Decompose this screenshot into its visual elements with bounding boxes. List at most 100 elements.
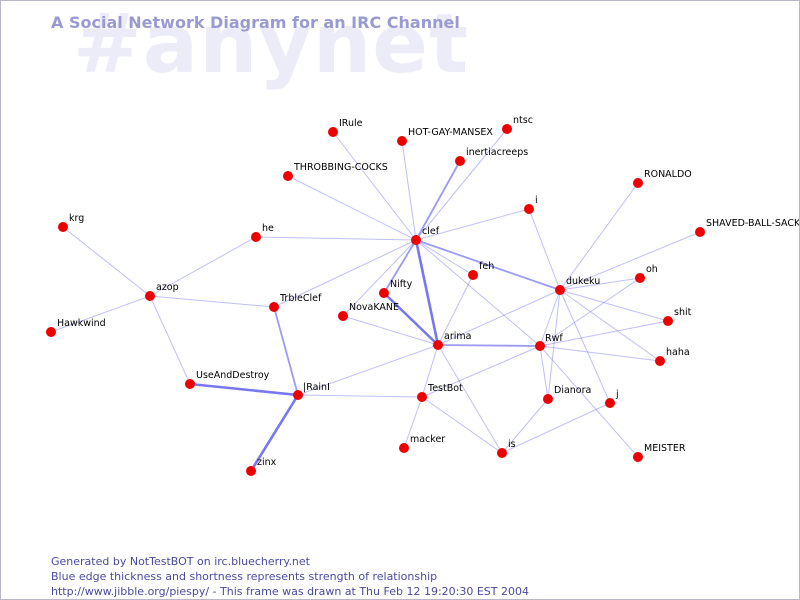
node-label-nifty: Nifty bbox=[390, 279, 413, 290]
node-macker: macker bbox=[399, 434, 445, 453]
edge-rwf-meister bbox=[539, 345, 639, 458]
edge-raini-zinx bbox=[249, 394, 300, 472]
node-label-shaved: SHAVED-BALL-SACK bbox=[706, 218, 799, 229]
channel-watermark: #anynet bbox=[73, 0, 470, 92]
node-dot-shit bbox=[663, 316, 673, 326]
edge-novakane-arima bbox=[342, 315, 439, 346]
node-dot-oh bbox=[635, 273, 645, 283]
edge-dukeku-j bbox=[559, 289, 611, 404]
node-label-meister: MEISTER bbox=[644, 443, 686, 454]
node-label-oh: oh bbox=[646, 264, 658, 275]
node-dot-novakane bbox=[338, 311, 348, 321]
edge-rwf-testbot bbox=[421, 345, 541, 398]
node-raini: |RainI bbox=[293, 382, 330, 400]
node-label-shit: shit bbox=[674, 307, 692, 318]
node-label-haha: haha bbox=[666, 347, 690, 358]
node-krg: krg bbox=[58, 213, 84, 232]
edge-arima-raini bbox=[297, 344, 439, 396]
edge-arima-is bbox=[437, 344, 503, 454]
edge-clef-ntsc bbox=[415, 128, 508, 241]
edge-clef-feh bbox=[415, 239, 474, 276]
node-label-zinx: zinx bbox=[257, 457, 277, 468]
edge-raini-trbleclef bbox=[273, 306, 299, 396]
node-label-he: he bbox=[262, 223, 274, 234]
node-dot-j bbox=[605, 398, 615, 408]
node-azop: azop bbox=[145, 282, 179, 301]
node-rwf: Rwf bbox=[535, 333, 563, 351]
node-dot-throbbing bbox=[283, 171, 293, 181]
node-label-macker: macker bbox=[410, 434, 445, 445]
node-dot-meister bbox=[633, 452, 643, 462]
node-oh: oh bbox=[635, 264, 658, 283]
edge-dukeku-ronaldo bbox=[559, 182, 639, 291]
node-dot-krg bbox=[58, 222, 68, 232]
edge-clef-nifty bbox=[383, 239, 417, 294]
node-dukeku: dukeku bbox=[555, 276, 600, 295]
diagram-title: A Social Network Diagram for an IRC Chan… bbox=[51, 13, 460, 32]
node-j: j bbox=[605, 389, 619, 408]
node-label-dianora: Dianora bbox=[554, 385, 591, 396]
footer-generated-by: Generated by NotTestBOT on irc.bluecherr… bbox=[51, 555, 310, 568]
node-he: he bbox=[251, 223, 274, 242]
node-label-throbbing: THROBBING-COCKS bbox=[293, 162, 388, 173]
node-dot-feh bbox=[468, 270, 478, 280]
node-shaved: SHAVED-BALL-SACK bbox=[695, 218, 799, 237]
node-label-raini: |RainI bbox=[303, 382, 330, 393]
edge-rwf-haha bbox=[539, 345, 661, 362]
node-nifty: Nifty bbox=[379, 279, 413, 298]
node-label-i: i bbox=[535, 195, 538, 206]
node-label-irule: IRule bbox=[339, 118, 363, 129]
node-ntsc: ntsc bbox=[502, 115, 533, 134]
node-label-j: j bbox=[615, 389, 619, 400]
footer-legend-note: Blue edge thickness and shortness repres… bbox=[51, 570, 438, 583]
edge-arima-rwf bbox=[437, 344, 541, 347]
edge-clef-rwf bbox=[415, 239, 541, 347]
node-label-dukeku: dukeku bbox=[566, 276, 600, 287]
edge-clef-irule bbox=[332, 131, 417, 241]
node-hawkwind: Hawkwind bbox=[46, 318, 106, 337]
node-testbot: TestBot bbox=[417, 383, 463, 402]
node-trbleclef: TrbleClef bbox=[269, 293, 322, 312]
node-label-krg: krg bbox=[69, 213, 84, 224]
edge-dukeku-i bbox=[528, 208, 561, 291]
edge-dukeku-dianora bbox=[547, 289, 561, 400]
node-dot-raini bbox=[293, 390, 303, 400]
node-dot-hawkwind bbox=[46, 327, 56, 337]
edge-azop-trbleclef bbox=[149, 295, 275, 308]
node-dot-testbot bbox=[417, 392, 427, 402]
edge-clef-i bbox=[415, 208, 530, 241]
node-dot-inertiacreeps bbox=[455, 156, 465, 166]
edge-dukeku-oh bbox=[559, 277, 641, 291]
node-dot-zinx bbox=[246, 466, 256, 476]
edge-clef-trbleclef bbox=[273, 239, 417, 308]
edge-clef-novakane bbox=[342, 239, 417, 317]
node-dot-rwf bbox=[535, 341, 545, 351]
node-meister: MEISTER bbox=[633, 443, 686, 462]
edge-clef-inertiacreeps bbox=[415, 160, 461, 241]
node-label-rwf: Rwf bbox=[545, 333, 563, 344]
node-novakane: NovaKANE bbox=[338, 302, 399, 321]
edge-testbot-is bbox=[421, 396, 503, 454]
node-irule: IRule bbox=[328, 118, 363, 137]
node-useanddestroy: UseAndDestroy bbox=[185, 370, 270, 389]
node-label-ronaldo: RONALDO bbox=[644, 169, 692, 180]
edge-clef-arima bbox=[414, 239, 440, 346]
edge-dianora-is bbox=[501, 398, 549, 454]
node-dot-arima bbox=[433, 340, 443, 350]
edge-azop-hawkwind bbox=[50, 295, 151, 333]
edge-dukeku-rwf bbox=[539, 289, 561, 347]
node-dot-trbleclef bbox=[269, 302, 279, 312]
node-clef: clef bbox=[411, 226, 440, 245]
edge-nifty-arima bbox=[383, 292, 439, 346]
node-haha: haha bbox=[655, 347, 690, 366]
node-dot-macker bbox=[399, 443, 409, 453]
node-dot-i bbox=[524, 204, 534, 214]
node-label-inertiacreeps: inertiacreeps bbox=[466, 147, 528, 158]
node-dot-hotgay bbox=[397, 136, 407, 146]
edge-clef-hotgay bbox=[401, 140, 417, 241]
node-ronaldo: RONALDO bbox=[633, 169, 692, 188]
edge-rwf-shit bbox=[539, 320, 669, 347]
